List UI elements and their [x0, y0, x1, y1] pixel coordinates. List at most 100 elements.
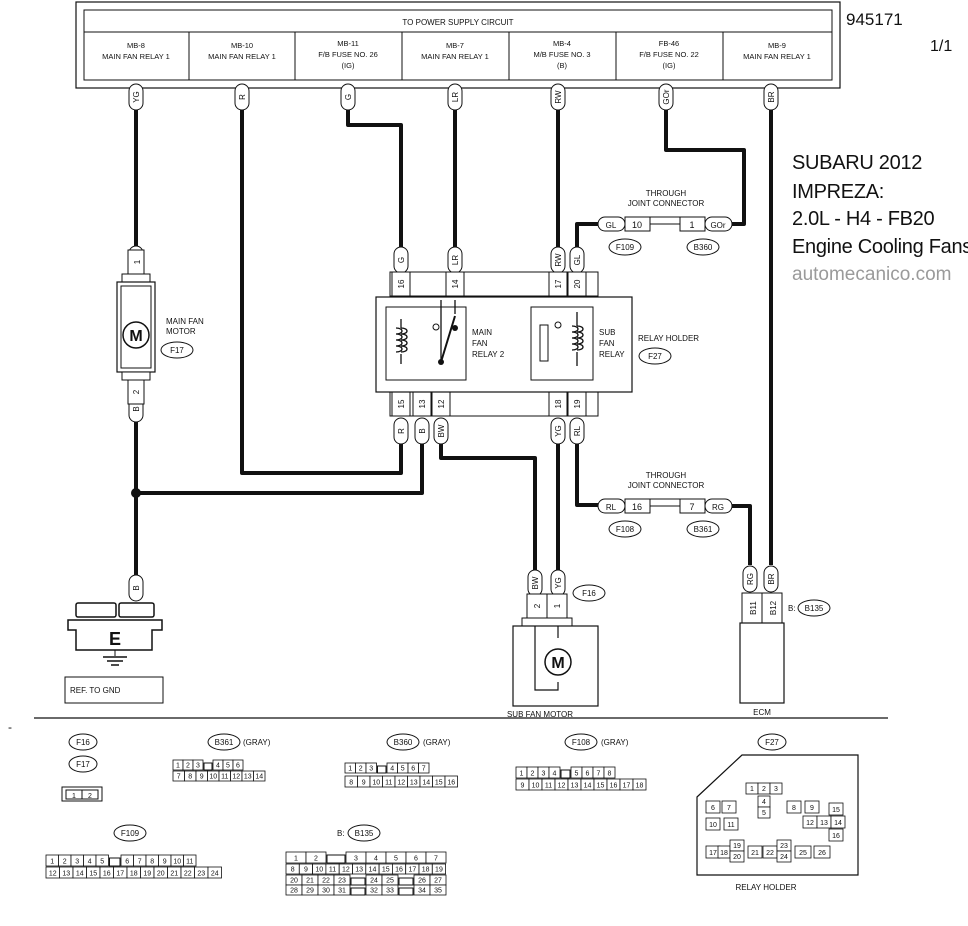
- wire-tag: GOr: [710, 221, 725, 230]
- relay-socket-label: 23: [780, 843, 788, 850]
- connector-pin-label: 6: [236, 763, 240, 770]
- wire-tag: RL: [606, 503, 617, 512]
- connector-pin-label: 7: [138, 859, 142, 866]
- splice-dot: [131, 488, 141, 498]
- wire-b-ground-bus: [136, 438, 424, 495]
- connector-pin-label: 1: [520, 771, 524, 778]
- wire-color-code: LR: [451, 255, 460, 265]
- connector-pin-label: 13: [355, 867, 363, 874]
- connector-cell: [425, 851, 447, 864]
- wire-gl-relay: [575, 222, 598, 248]
- pin-number: 2: [533, 603, 542, 608]
- source-mb-11: MB-11 F/B FUSE NO. 26 (IG): [318, 39, 378, 70]
- relay-socket-label: 8: [792, 805, 796, 812]
- connector-pin-label: 2: [63, 859, 67, 866]
- relay-socket-label: 26: [818, 850, 826, 857]
- wire-color-code: RW: [554, 90, 563, 104]
- pin-number: B12: [769, 600, 778, 615]
- wire-color-code: BW: [531, 576, 540, 589]
- wire-color-tag: G: [393, 246, 409, 274]
- motor-m-symbol: M: [129, 328, 142, 345]
- wire-color-code: GL: [573, 254, 582, 265]
- source-mb-7: MB-7 MAIN FAN RELAY 1: [421, 41, 489, 61]
- legend-connector-id: F109: [121, 829, 140, 838]
- wire-color-code: RW: [554, 253, 563, 267]
- source-desc: F/B FUSE NO. 26: [318, 50, 378, 59]
- relay-socket-label: 7: [727, 805, 731, 812]
- source-code: MB-7: [446, 41, 464, 50]
- wire-color-code: RL: [573, 425, 582, 436]
- connector-pin-label: 6: [125, 859, 129, 866]
- wire-color-code: R: [238, 94, 247, 100]
- relay-pin-number: 19: [573, 399, 582, 408]
- wire-color-code: B: [132, 406, 141, 411]
- relay-socket: [705, 800, 721, 814]
- connector-pin-label: 31: [338, 888, 346, 895]
- connector-pin-label: 19: [435, 867, 443, 874]
- connector-pin-label: 8: [608, 771, 612, 778]
- wire-color-code: G: [397, 257, 406, 263]
- joint-connector-bottom: THROUGH JOINT CONNECTOR RL 16 7 RG F108 …: [597, 471, 733, 538]
- joint-title: JOINT CONNECTOR: [628, 481, 705, 490]
- wire-color-code: YG: [132, 91, 141, 103]
- wire-color-code: B: [132, 585, 141, 590]
- wire-color-tag: R: [393, 417, 409, 445]
- wire-color-tag: BW: [527, 569, 543, 597]
- connector-pin-label: 3: [369, 766, 373, 773]
- wire-color-tag: YG: [550, 569, 566, 597]
- connector-cell: [232, 759, 244, 771]
- ground-ref-label: REF. TO GND: [70, 686, 121, 695]
- source-mb-9: MB-9 MAIN FAN RELAY 1: [743, 41, 811, 61]
- connector-pin-label: 11: [186, 859, 193, 866]
- wire-color-tag: BW: [433, 417, 449, 445]
- connector-pin-label: 11: [545, 783, 552, 790]
- connector-id: F109: [616, 243, 635, 252]
- relay-socket: [786, 800, 802, 814]
- connector-cell: [192, 759, 204, 771]
- relay-socket: [813, 845, 831, 859]
- wire-color-tag: RL: [569, 417, 585, 445]
- connector-pin-label: 1: [50, 859, 54, 866]
- wires: [134, 108, 773, 580]
- connector-key: [398, 877, 414, 886]
- wire-color-tag: GOr: [658, 83, 674, 111]
- relay-pin-number: 13: [418, 399, 427, 408]
- relay-socket: [729, 850, 745, 863]
- relay-pin-number: 17: [554, 279, 563, 288]
- main-fan-label: MAIN FAN: [166, 317, 204, 326]
- connector-pin-label: 9: [521, 783, 525, 790]
- legend-note: (GRAY): [423, 738, 451, 747]
- legend-connector-id: F27: [765, 738, 779, 747]
- connector-pin-label: 20: [157, 871, 165, 878]
- connector-cell: [429, 884, 447, 896]
- source-code: MB-8: [127, 41, 145, 50]
- connector-pin-label: 18: [422, 867, 430, 874]
- diagram-number: 945171: [846, 10, 903, 29]
- relay-socket-label: 3: [774, 786, 778, 793]
- power-supply-title: TO POWER SUPPLY CIRCUIT: [402, 18, 513, 27]
- relay-socket: [723, 817, 739, 831]
- relay-socket-label: 13: [820, 820, 828, 827]
- wire-rl-joint: [575, 440, 598, 507]
- source-note: (B): [557, 61, 568, 70]
- wire-color-code: BW: [437, 424, 446, 437]
- connector-pin-label: 8: [188, 774, 192, 781]
- relay-socket-label: 18: [720, 850, 728, 857]
- relay-pin-number: 14: [451, 279, 460, 288]
- connector-pin-label: 12: [342, 867, 350, 874]
- main-relay-label: RELAY 2: [472, 350, 505, 359]
- connector-pin-label: 18: [130, 871, 138, 878]
- wire-color-code: LR: [451, 92, 460, 102]
- connector-pin-label: 25: [386, 878, 394, 885]
- connector-pin-label: 4: [390, 766, 394, 773]
- connector-pin-label: 6: [411, 766, 415, 773]
- vehicle-engine: 2.0L - H4 - FB20: [792, 208, 935, 230]
- connector-pin-label: 22: [322, 878, 330, 885]
- legend-pin: 1: [72, 793, 76, 800]
- relay-socket-label: 4: [762, 799, 766, 806]
- relay-socket-label: 25: [799, 850, 807, 857]
- ground-symbol: E REF. TO GND: [64, 602, 164, 704]
- connector-pin-label: 12: [397, 780, 405, 787]
